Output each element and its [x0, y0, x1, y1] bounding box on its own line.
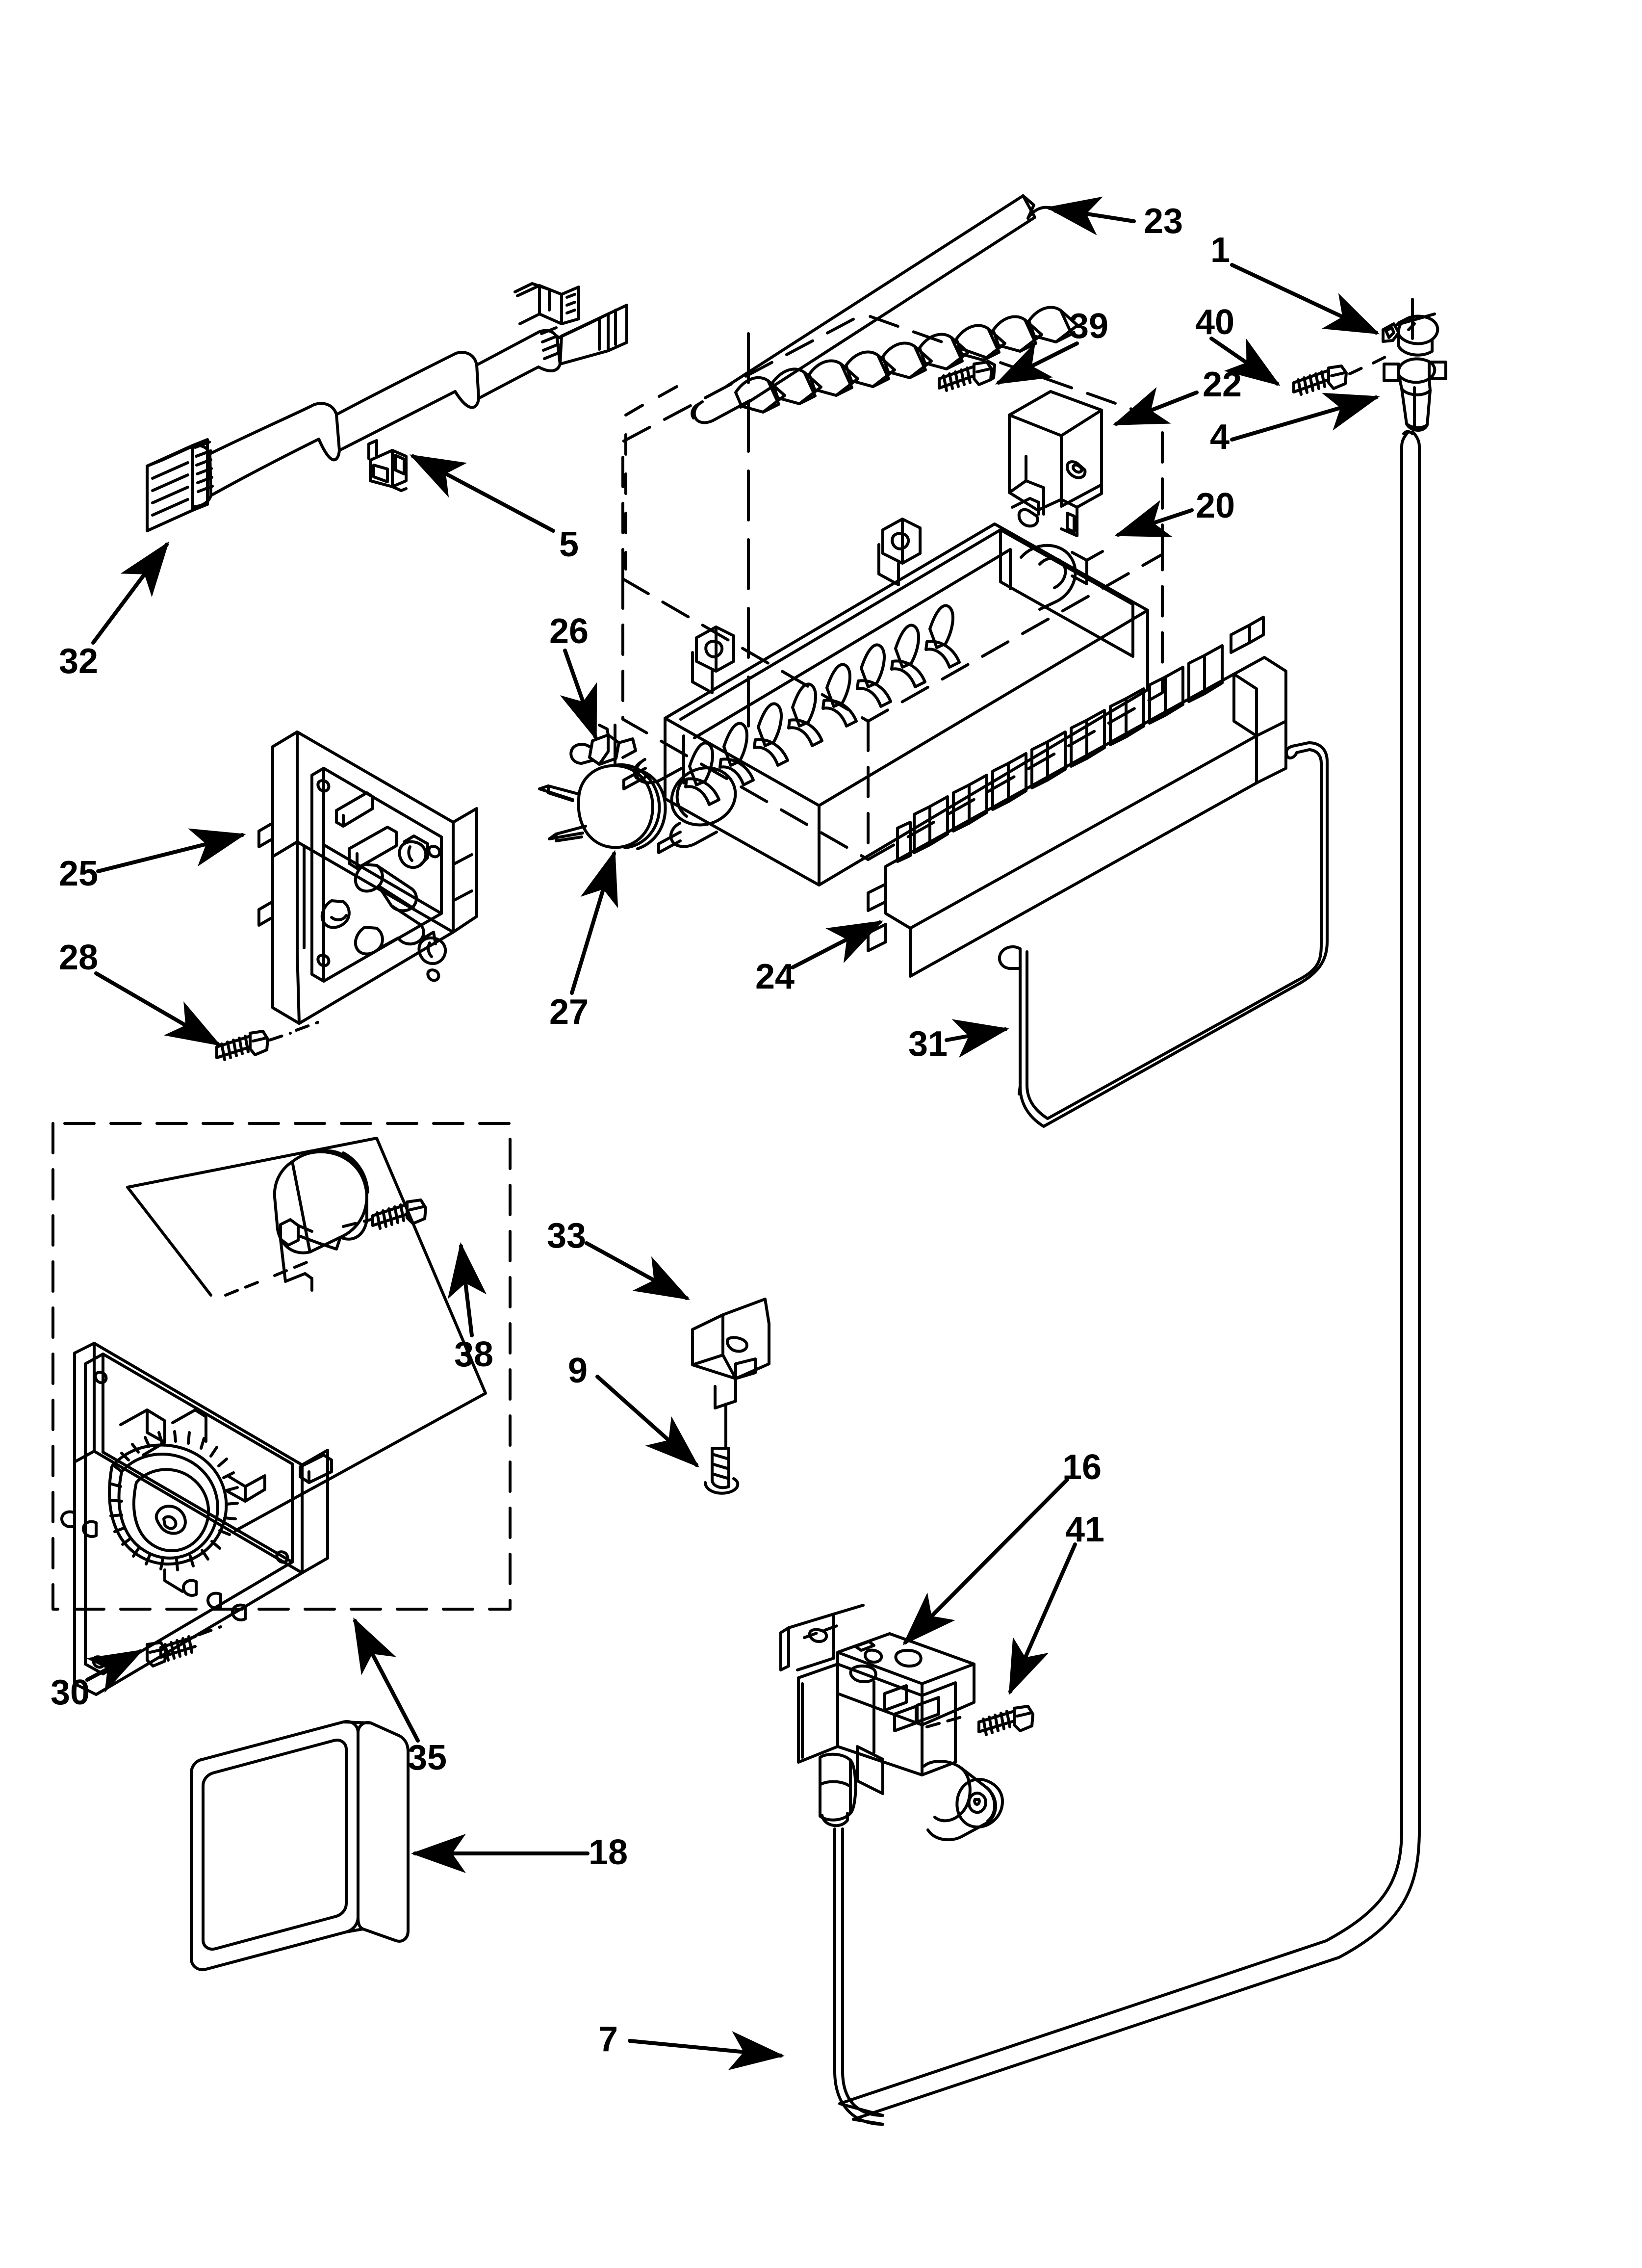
fill-cup-drawing [1008, 390, 1103, 537]
control-module-drawing [60, 1137, 487, 1696]
icemaker-motor-drawing [538, 724, 667, 850]
shut-off-support-drawing [838, 298, 1447, 2121]
wire-harness-drawing [146, 282, 628, 532]
callout-35[interactable]: 35 [407, 1738, 447, 1777]
screw-30-drawing [146, 1625, 222, 1668]
callout-1[interactable]: 1 [1210, 231, 1231, 270]
callout-39[interactable]: 39 [1069, 307, 1109, 346]
ejector-arm-drawing [691, 194, 1079, 424]
callout-31[interactable]: 31 [908, 1024, 948, 1064]
insulation-pad-drawing [190, 1720, 410, 1971]
callout-25[interactable]: 25 [58, 854, 99, 893]
callout-28[interactable]: 28 [58, 938, 99, 977]
callout-26[interactable]: 26 [549, 612, 589, 651]
screw-41-drawing [925, 1705, 1034, 1736]
callout-40[interactable]: 40 [1195, 303, 1235, 342]
callout-24[interactable]: 24 [755, 957, 795, 996]
callout-4[interactable]: 4 [1209, 417, 1230, 457]
upper-screws-drawing [938, 356, 1386, 396]
icemaker-support-module-drawing [257, 730, 478, 1025]
callout-16[interactable]: 16 [1062, 1448, 1102, 1487]
callout-7[interactable]: 7 [598, 2020, 618, 2059]
callout-38[interactable]: 38 [454, 1335, 494, 1374]
callout-41[interactable]: 41 [1065, 1510, 1105, 1549]
callout-27[interactable]: 27 [549, 992, 589, 1032]
control-module-dashed-boundary [51, 1122, 512, 1611]
callout-23[interactable]: 23 [1143, 202, 1183, 241]
stripper-drawing [867, 616, 1287, 978]
leader-lines [85, 196, 1380, 2070]
callout-30[interactable]: 30 [50, 1673, 90, 1712]
shut-off-arm-cover-drawing [691, 1298, 770, 1409]
mold-dashed-boundary [621, 313, 1164, 861]
callout-18[interactable]: 18 [588, 1833, 628, 1872]
callout-32[interactable]: 32 [58, 642, 99, 681]
callout-5[interactable]: 5 [559, 525, 579, 564]
callout-22[interactable]: 22 [1202, 365, 1242, 404]
bearing-lever-drawing [569, 724, 637, 766]
callout-20[interactable]: 20 [1195, 486, 1235, 525]
screw-9-drawing [704, 1403, 740, 1495]
screw-38-drawing [342, 1199, 427, 1230]
callout-9[interactable]: 9 [567, 1351, 588, 1390]
callout-33[interactable]: 33 [546, 1216, 587, 1255]
screw-28-drawing [215, 1021, 319, 1061]
ice-level-wire-arm-drawing [998, 741, 1329, 1128]
water-inlet-valve-drawing [779, 1604, 1004, 2126]
